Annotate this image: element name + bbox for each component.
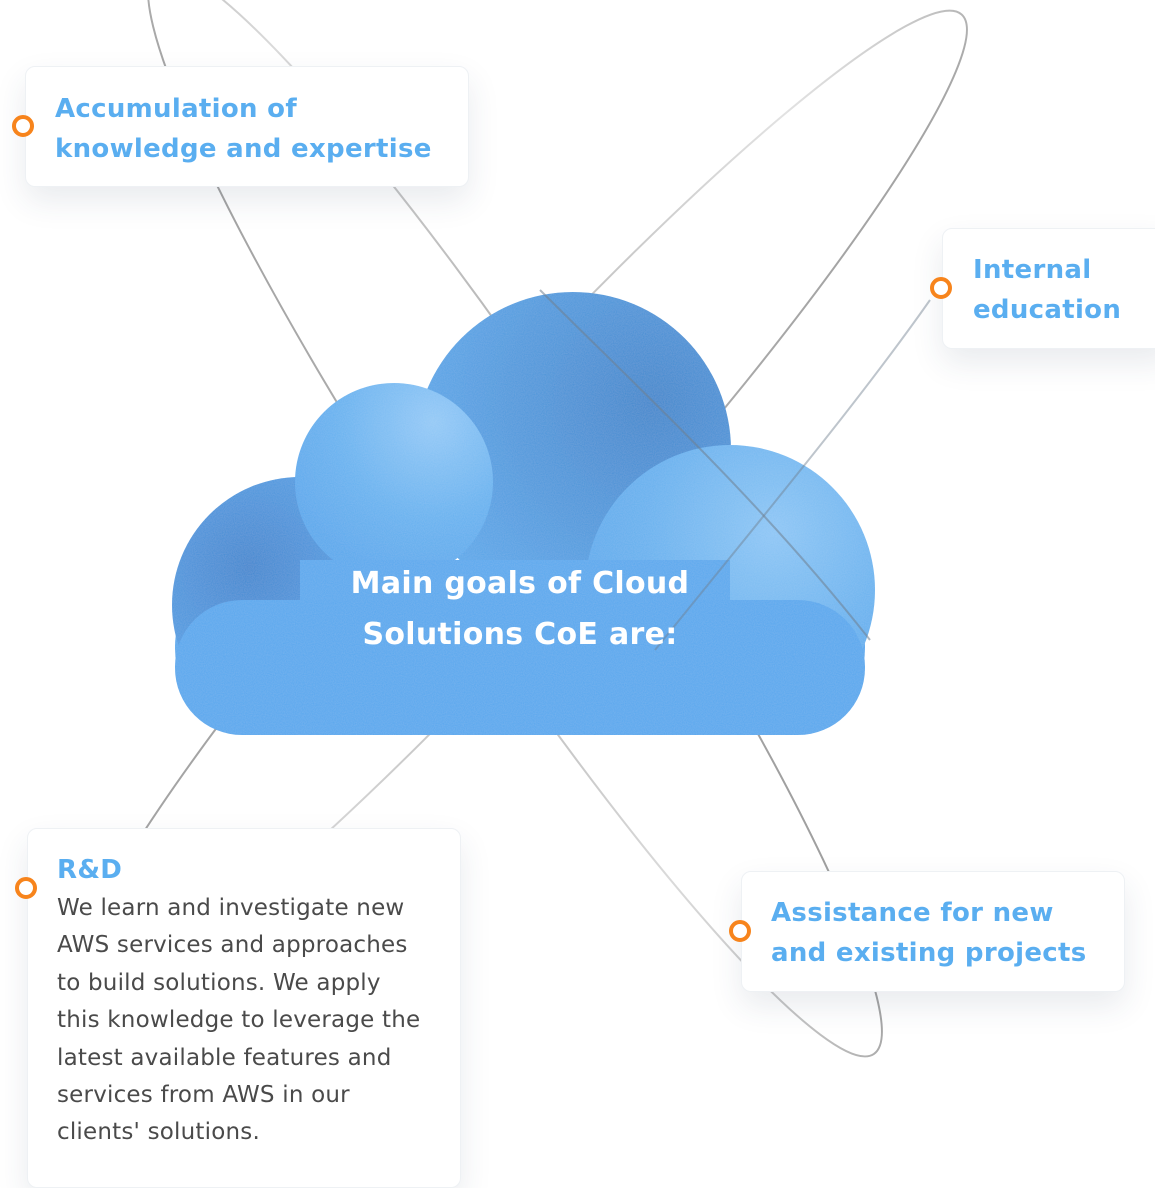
goal-title-rnd: R&D — [57, 855, 123, 885]
goal-body-rnd-line: We learn and investigate new — [57, 895, 405, 921]
goal-card-education: Internal education — [942, 228, 1155, 349]
goal-title-education-line2: education — [973, 295, 1122, 325]
goal-card-knowledge: Accumulation of knowledge and expertise — [25, 66, 469, 187]
goal-body-rnd-line: to build solutions. We apply — [57, 969, 381, 996]
orbit-node-dot-education — [930, 277, 952, 299]
goal-body-rnd-line: latest available features and — [57, 1044, 392, 1071]
cloud-label-line2: Solutions CoE are: — [362, 617, 678, 652]
orbit-node-dot-knowledge — [12, 115, 34, 137]
goal-body-rnd-line: clients' solutions. — [57, 1119, 260, 1146]
goal-body-rnd-line: services from AWS in our — [57, 1082, 350, 1109]
goal-card-assistance: Assistance for new and existing projects — [741, 871, 1125, 992]
goal-title-assistance-line2: and existing projects — [771, 938, 1087, 968]
goal-title-knowledge-line1: Accumulation of — [55, 94, 297, 124]
goal-card-rnd: R&D We learn and investigate new AWS ser… — [27, 828, 461, 1188]
goal-title-assistance: Assistance for new and existing projects — [771, 893, 1124, 973]
orbit-node-dot-assistance — [729, 920, 751, 942]
goal-title-education-line1: Internal — [973, 255, 1092, 285]
goal-body-rnd-line: this knowledge to leverage the — [57, 1007, 421, 1034]
orbit-node-dot-rnd — [15, 877, 37, 899]
goal-body-rnd: We learn and investigate new AWS service… — [57, 890, 460, 1152]
cloud-center-label: Main goals of Cloud Solutions CoE are: — [300, 558, 740, 660]
goal-title-knowledge: Accumulation of knowledge and expertise — [55, 89, 468, 169]
goal-body-rnd-line: AWS services and approaches — [57, 932, 408, 959]
goal-title-assistance-line1: Assistance for new — [771, 898, 1054, 928]
goal-title-knowledge-line2: knowledge and expertise — [55, 134, 432, 164]
cloud-label-line1: Main goals of Cloud — [350, 566, 690, 601]
goal-title-education: Internal education — [973, 250, 1155, 330]
